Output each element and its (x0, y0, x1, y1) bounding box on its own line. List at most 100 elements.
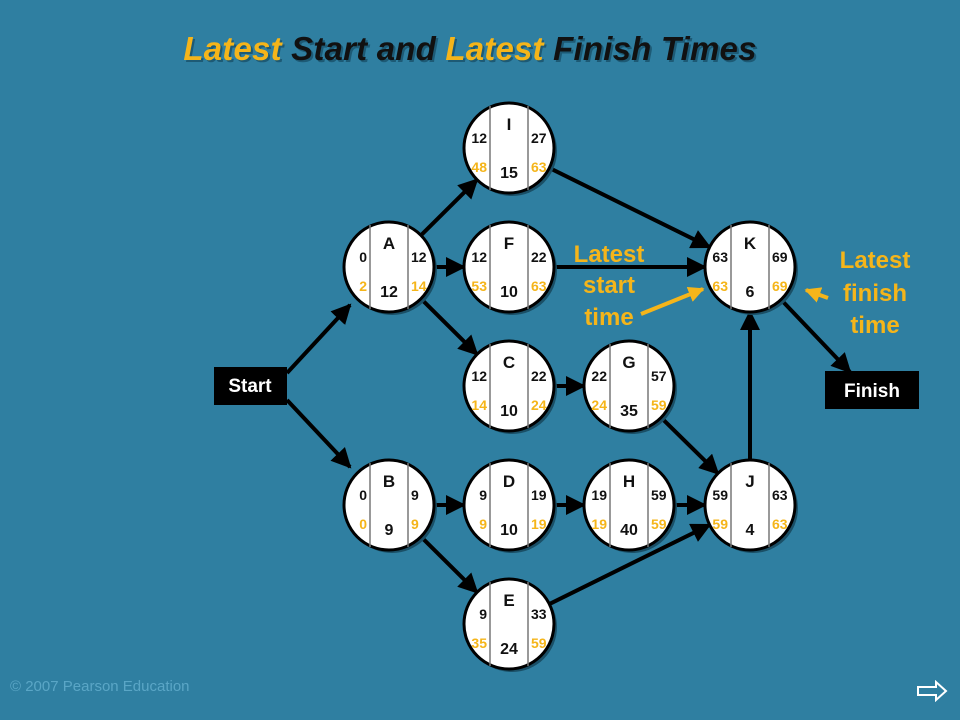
node-a-es: 0 (359, 249, 367, 265)
node-g-lf: 59 (651, 397, 667, 413)
node-h-ef: 59 (651, 487, 667, 503)
node-h-ls: 19 (591, 516, 607, 532)
title-word-latest-1: Latest (183, 30, 282, 67)
annotation-finish-line-2: finish (843, 280, 907, 307)
edge-e-j (548, 523, 712, 606)
finish-box: Finish (825, 371, 919, 409)
annotation-finish-line-3: time (850, 312, 899, 339)
node-j-dur: 4 (746, 522, 755, 539)
node-c-letter: C (503, 353, 515, 372)
node-i-ef: 27 (531, 130, 547, 146)
node-e-letter: E (503, 591, 514, 610)
node-h: H 19 59 19 59 40 (582, 458, 677, 553)
node-i-letter: I (507, 115, 512, 134)
node-g-letter: G (622, 353, 635, 372)
edge-b-e (419, 535, 479, 594)
node-c-dur: 10 (500, 403, 518, 420)
node-j-circle (703, 458, 797, 552)
node-a-lf: 14 (411, 278, 427, 294)
node-f-lf: 63 (531, 278, 547, 294)
node-k-es: 63 (712, 249, 728, 265)
node-c-lf: 24 (531, 397, 547, 413)
node-k-circle (703, 220, 797, 314)
node-k-ef: 69 (772, 249, 788, 265)
annotation-start-line-2: start (583, 272, 635, 299)
node-g-circle (582, 339, 676, 433)
node-e-es: 9 (479, 606, 487, 622)
node-e-dur: 24 (500, 641, 518, 658)
node-g-dur: 35 (620, 403, 638, 420)
node-d-circle (462, 458, 556, 552)
node-h-dur: 40 (620, 522, 638, 539)
node-i-circle (462, 101, 556, 195)
node-b-circle (342, 458, 436, 552)
node-h-circle (582, 458, 676, 552)
node-b-dur: 9 (385, 522, 394, 539)
node-a-circle (342, 220, 436, 314)
node-k-ls: 63 (712, 278, 728, 294)
node-b-es: 0 (359, 487, 367, 503)
node-a-ls: 2 (359, 278, 367, 294)
edge-start-node (285, 303, 352, 375)
node-j-lf: 63 (772, 516, 788, 532)
annotation-start-pointer (640, 286, 705, 316)
node-d-letter: D (503, 472, 515, 491)
start-box: Start (214, 367, 287, 405)
node-e-ls: 35 (471, 635, 487, 651)
node-c-es: 12 (471, 368, 487, 384)
edge-start-node (285, 398, 352, 469)
node-k-letter: K (744, 234, 757, 253)
node-c-ls: 14 (471, 397, 487, 413)
node-i-lf: 63 (531, 159, 547, 175)
annotation-start-line-3: time (584, 304, 633, 331)
node-a-dur: 12 (380, 284, 398, 301)
node-f-ls: 53 (471, 278, 487, 294)
node-f-dur: 10 (500, 284, 518, 301)
node-e-ef: 33 (531, 606, 547, 622)
node-d-lf: 19 (531, 516, 547, 532)
node-g-ef: 57 (651, 368, 667, 384)
node-k-lf: 69 (772, 278, 788, 294)
node-i-ls: 48 (471, 159, 487, 175)
node-c-circle (462, 339, 556, 433)
node-b-lf: 9 (411, 516, 419, 532)
node-d-es: 9 (479, 487, 487, 503)
node-b-ls: 0 (359, 516, 367, 532)
annotation-finish-line-1: Latest (840, 247, 911, 274)
node-j-es: 59 (712, 487, 728, 503)
title-word-latest-2: Latest (445, 30, 544, 67)
slide-title: Latest Start and Latest Finish Times (0, 30, 940, 68)
edge-a-c (419, 297, 479, 356)
title-word-finish: Finish Times (553, 30, 757, 67)
node-d-ef: 19 (531, 487, 547, 503)
node-i-es: 12 (471, 130, 487, 146)
node-c-ef: 22 (531, 368, 547, 384)
node-h-es: 19 (591, 487, 607, 503)
edge-a-i (419, 178, 479, 237)
node-d-ls: 9 (479, 516, 487, 532)
node-j-ef: 63 (772, 487, 788, 503)
node-d-dur: 10 (500, 522, 518, 539)
node-h-lf: 59 (651, 516, 667, 532)
annotation-start-line-1: Latest (574, 241, 645, 268)
node-f-ef: 22 (531, 249, 547, 265)
edge-k-finish (779, 298, 852, 374)
node-b-ef: 9 (411, 487, 419, 503)
node-f-letter: F (504, 234, 514, 253)
start-label: Start (228, 376, 272, 397)
edge-i-k (548, 166, 712, 249)
next-slide-arrow-icon[interactable] (916, 680, 948, 702)
latest-start-annotation: Latest start time (574, 241, 705, 331)
node-h-letter: H (623, 472, 635, 491)
node-g-es: 22 (591, 368, 607, 384)
